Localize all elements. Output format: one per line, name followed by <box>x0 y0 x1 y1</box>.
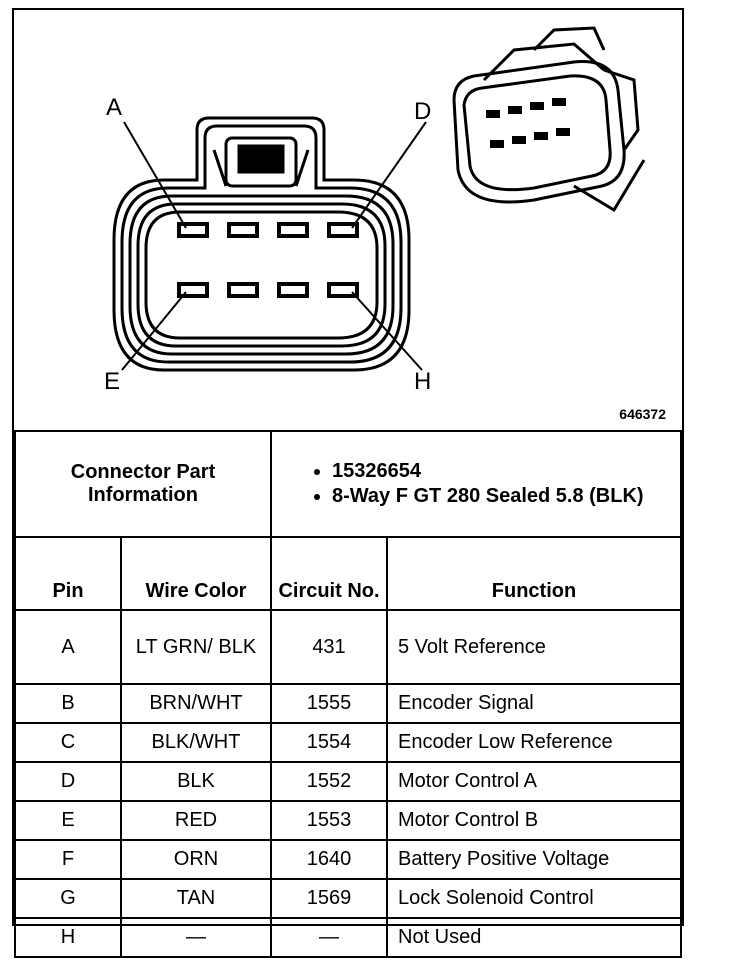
function-cell: 5 Volt Reference <box>386 609 682 685</box>
connector-face-view <box>112 26 646 372</box>
wire-color-cell: BRN/WHT <box>120 683 272 724</box>
function-cell: Encoder Signal <box>386 683 682 724</box>
cavity-a <box>177 222 209 238</box>
cavity-h <box>327 282 359 298</box>
circuit-cell: — <box>270 917 388 958</box>
wire-color-cell: — <box>120 917 272 958</box>
function-cell: Encoder Low Reference <box>386 722 682 763</box>
figure-number: 646372 <box>619 406 666 422</box>
pin-cell: B <box>14 683 122 724</box>
latch <box>212 136 310 188</box>
pin-cavities <box>177 222 359 298</box>
connector-info-row: Connector Part Information 15326654 8-Wa… <box>14 430 682 538</box>
wire-color-cell: LT GRN/ BLK <box>120 609 272 685</box>
pin-cell: C <box>14 722 122 763</box>
pin-cell: G <box>14 878 122 919</box>
cavity-c <box>277 222 309 238</box>
function-cell: Motor Control B <box>386 800 682 841</box>
cavity-f <box>227 282 259 298</box>
connector-housing <box>112 116 411 372</box>
circuit-cell: 1554 <box>270 722 388 763</box>
table-row: A LT GRN/ BLK 431 5 Volt Reference <box>14 609 682 685</box>
table-row: D BLK 1552 Motor Control A <box>14 761 682 802</box>
header-circuit: Circuit No. <box>270 536 388 611</box>
pin-cell: E <box>14 800 122 841</box>
pin-label-a: A <box>106 94 123 121</box>
cavity-b <box>227 222 259 238</box>
pin-cell: F <box>14 839 122 880</box>
header-wire-color: Wire Color <box>120 536 272 611</box>
wire-color-cell: TAN <box>120 878 272 919</box>
table-row: F ORN 1640 Battery Positive Voltage <box>14 839 682 880</box>
column-header-row: Pin Wire Color Circuit No. Function <box>14 536 682 611</box>
pin-cell: D <box>14 761 122 802</box>
connector-description: 8-Way F GT 280 Sealed 5.8 (BLK) <box>332 485 680 508</box>
table-row: E RED 1553 Motor Control B <box>14 800 682 841</box>
pin-cell: H <box>14 917 122 958</box>
table-row: B BRN/WHT 1555 Encoder Signal <box>14 683 682 724</box>
circuit-cell: 1640 <box>270 839 388 880</box>
circuit-cell: 1552 <box>270 761 388 802</box>
connector-diagram: A D E H 646372 <box>14 10 682 430</box>
circuit-cell: 1569 <box>270 878 388 919</box>
cavity-d <box>327 222 359 238</box>
function-cell: Lock Solenoid Control <box>386 878 682 919</box>
function-cell: Not Used <box>386 917 682 958</box>
circuit-cell: 1553 <box>270 800 388 841</box>
header-function: Function <box>386 536 682 611</box>
function-cell: Motor Control A <box>386 761 682 802</box>
circuit-cell: 1555 <box>270 683 388 724</box>
pin-label-e: E <box>104 368 121 395</box>
connector-3d-view <box>452 26 646 213</box>
wire-color-cell: ORN <box>120 839 272 880</box>
table-row: G TAN 1569 Lock Solenoid Control <box>14 878 682 919</box>
part-number: 15326654 <box>332 460 680 483</box>
connector-part-info: 15326654 8-Way F GT 280 Sealed 5.8 (BLK) <box>270 430 682 538</box>
header-pin: Pin <box>14 536 122 611</box>
function-cell: Battery Positive Voltage <box>386 839 682 880</box>
wire-color-cell: BLK <box>120 761 272 802</box>
connector-part-label: Connector Part Information <box>14 430 272 538</box>
cavity-g <box>277 282 309 298</box>
table-row: C BLK/WHT 1554 Encoder Low Reference <box>14 722 682 763</box>
pin-label-h: H <box>414 368 432 395</box>
diagram-frame: A D E H 646372 Connector Part Informatio… <box>12 8 684 958</box>
wire-color-cell: BLK/WHT <box>120 722 272 763</box>
wire-color-cell: RED <box>120 800 272 841</box>
table-row: H — — Not Used <box>14 917 682 958</box>
leader-lines <box>121 121 427 371</box>
pinout-table: Connector Part Information 15326654 8-Wa… <box>14 430 682 958</box>
circuit-cell: 431 <box>270 609 388 685</box>
pin-cell: A <box>14 609 122 685</box>
pin-label-d: D <box>414 98 432 125</box>
